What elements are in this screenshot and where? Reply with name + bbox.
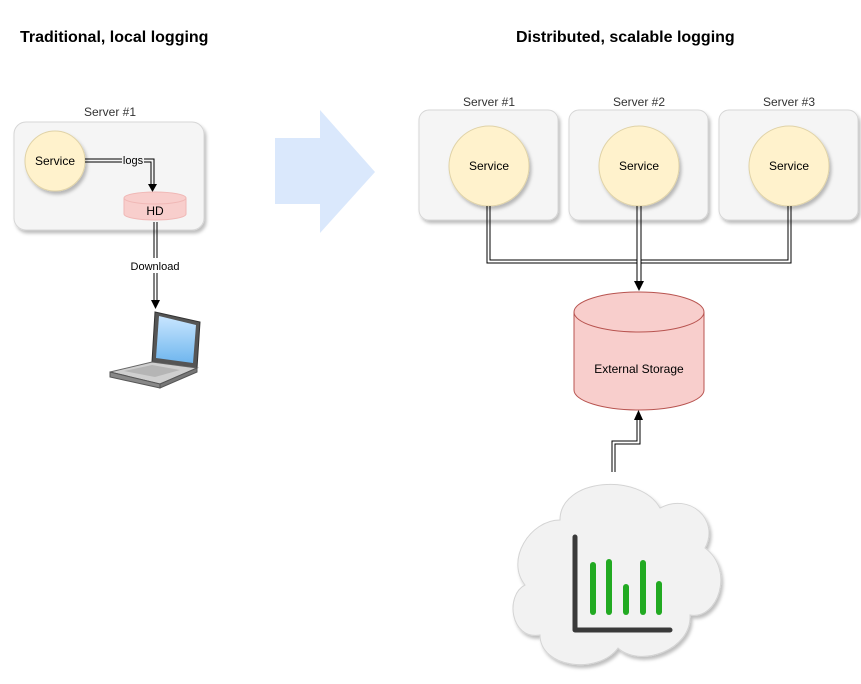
hd-disk [123,191,187,221]
logs-edge-line-b [85,161,152,186]
server2-service-label: Service [619,159,659,173]
server2-service-node [598,125,680,207]
download-edge-label: Download [131,261,180,273]
chart-bars [590,559,662,615]
external-storage-label: External Storage [594,362,684,376]
services-to-storage-edges [486,206,792,282]
logs-edge-line-a [85,158,155,186]
right-title: Distributed, scalable logging [516,29,735,46]
server1-service-label: Service [469,159,509,173]
left-service-label: Service [35,154,75,168]
analytics-to-storage-edge [611,420,641,472]
external-storage-cylinder [573,291,705,411]
cloud-analytics-icon [512,483,722,666]
server1-service-node [448,125,530,207]
left-service-node [24,130,86,192]
server2-label: Server #2 [613,95,665,109]
hd-disk-label: HD [146,204,164,218]
server3-service-node [748,125,830,207]
transition-arrow [275,110,375,233]
left-server-label: Server #1 [84,105,136,119]
download-label-bg [128,258,182,273]
server3-service-label: Service [769,159,809,173]
logs-label-bg [122,154,144,166]
download-edge-arrowhead [151,300,160,309]
logs-edge-arrowhead [148,184,157,192]
left-title: Traditional, local logging [20,29,208,46]
analytics-edge-arrowhead [634,410,643,420]
storage-in-arrowhead [634,281,644,291]
chart-axes [572,534,673,633]
server3-label: Server #3 [763,95,815,109]
laptop-icon [109,311,201,389]
logs-edge-label: logs [123,155,144,167]
server1-label: Server #1 [463,95,515,109]
